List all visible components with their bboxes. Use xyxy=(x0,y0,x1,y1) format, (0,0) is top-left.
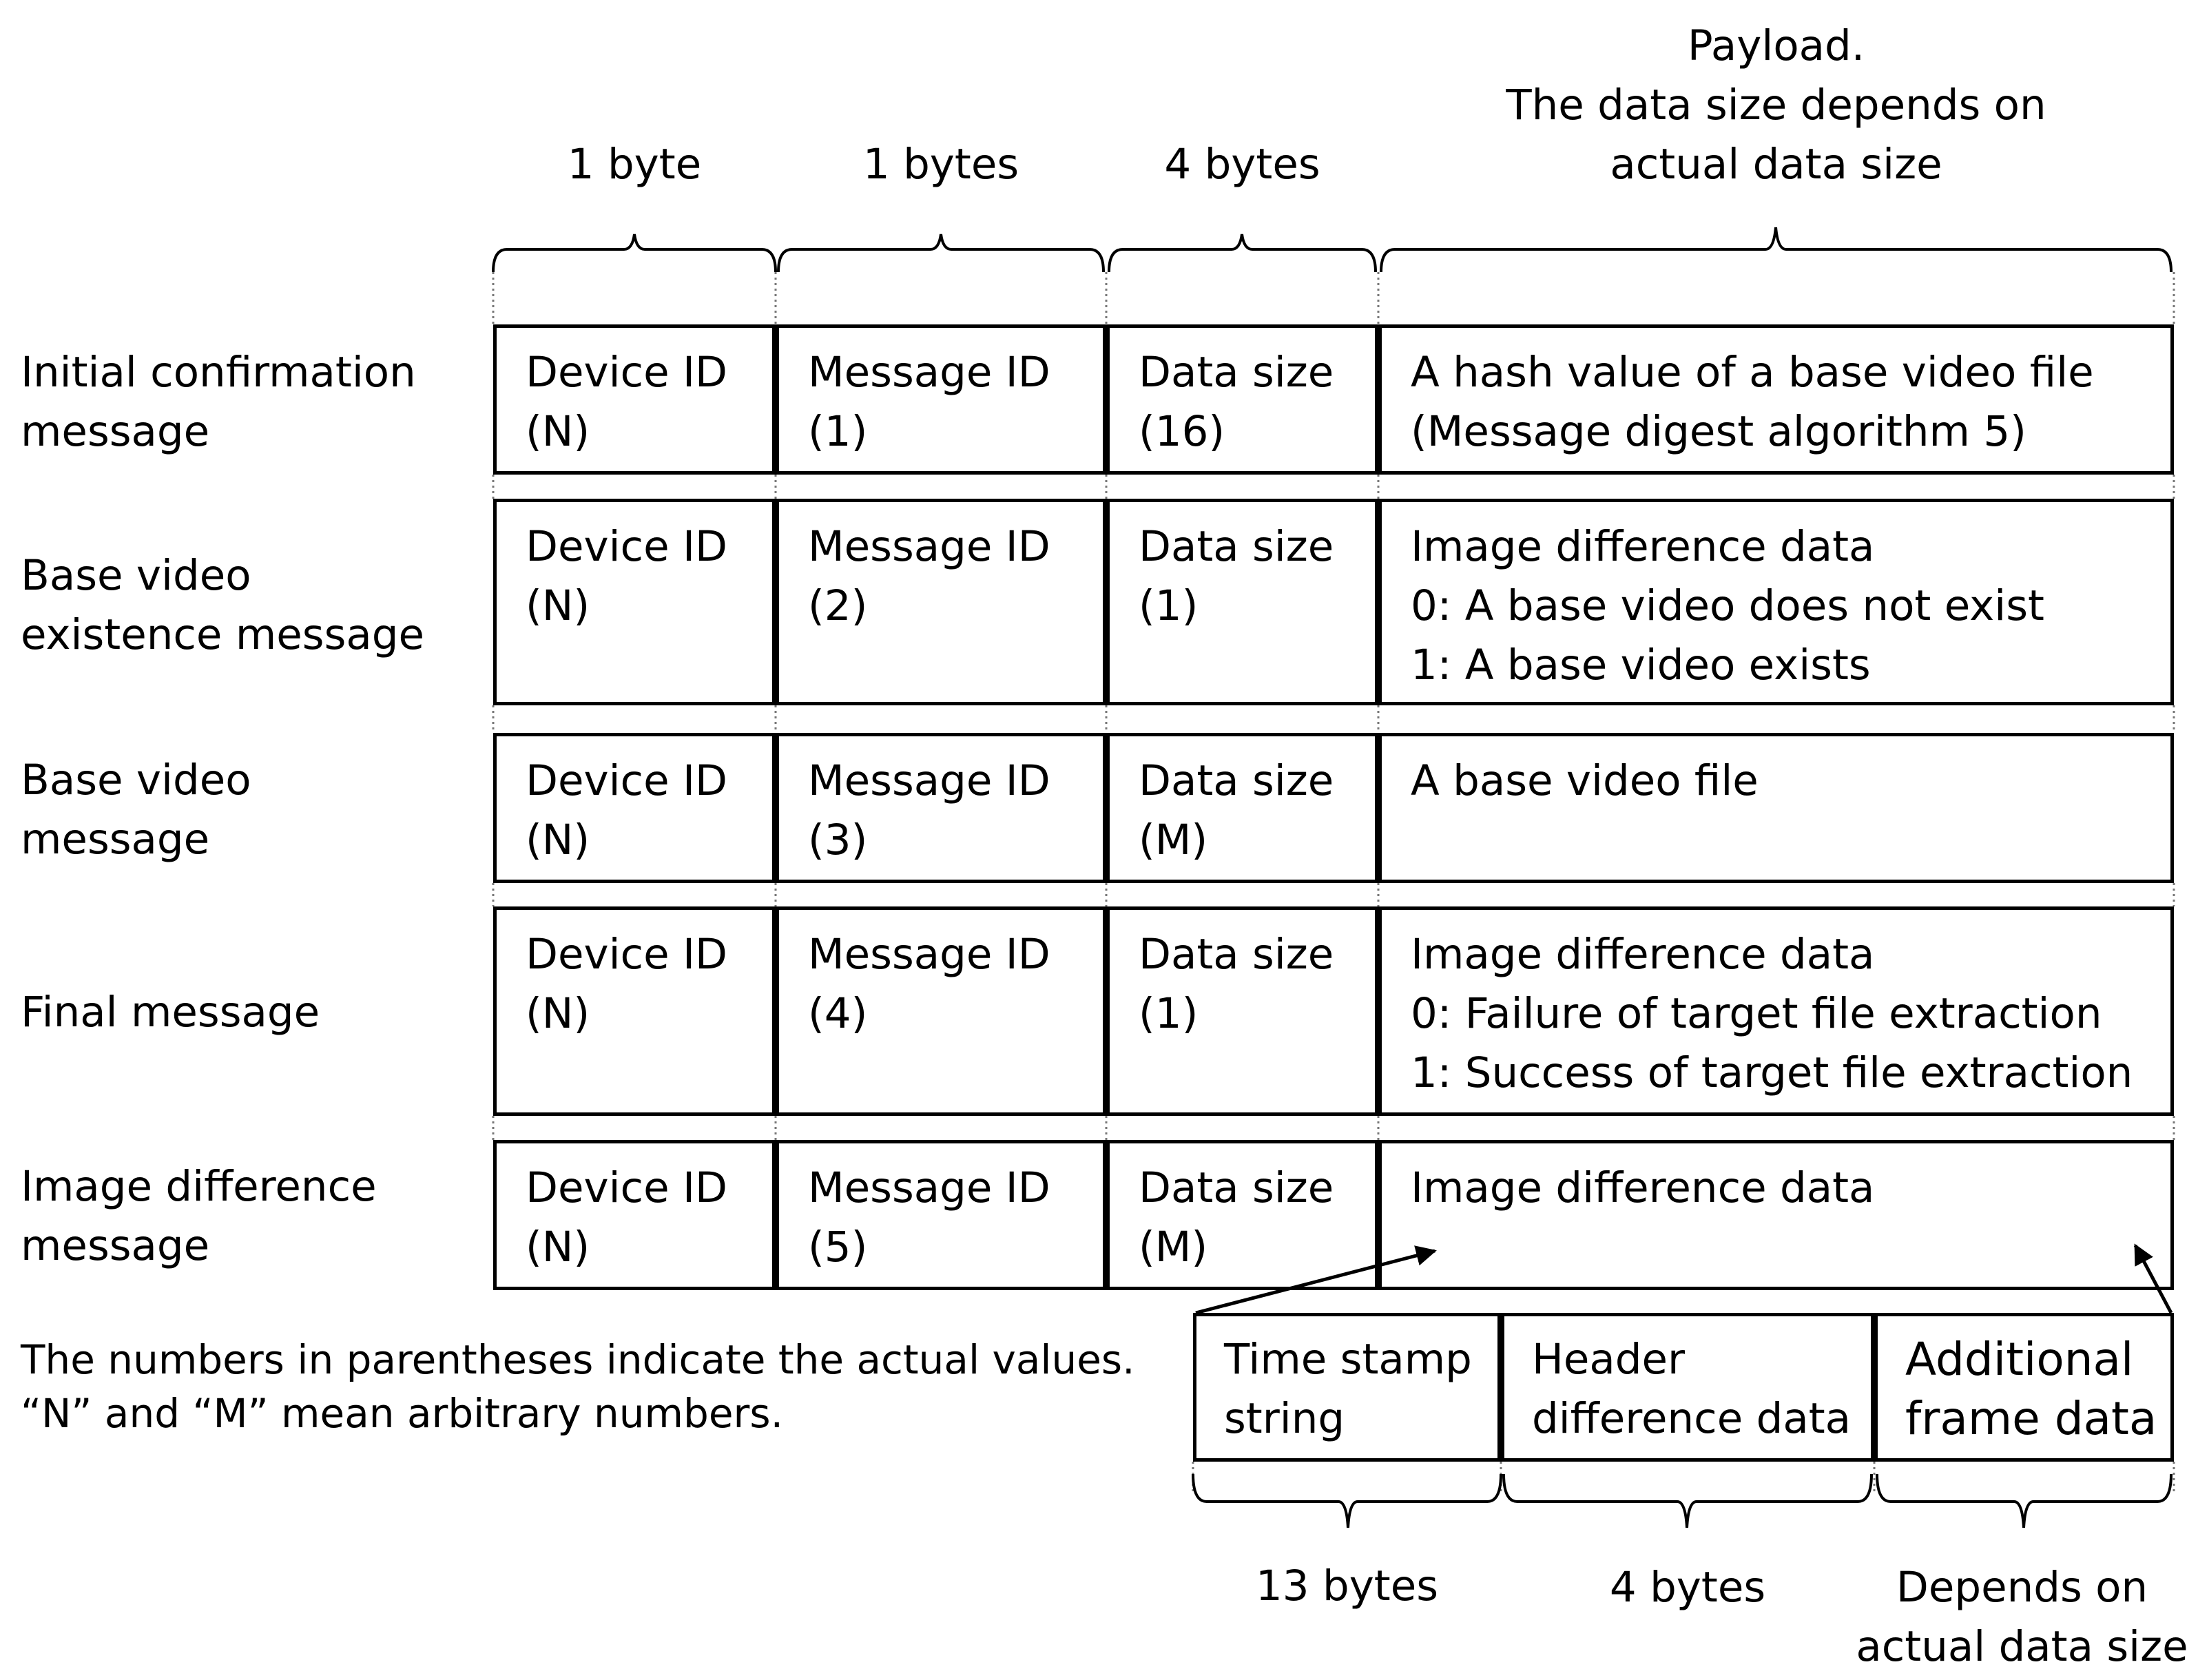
row3-payload-cell: A base video file xyxy=(1378,733,2174,883)
row4-payload-cell: Image difference data 0: Failure of targ… xyxy=(1378,906,2174,1116)
cell-text: (N) xyxy=(526,407,590,456)
row5-message-id-cell: Message ID (5) xyxy=(776,1140,1106,1290)
cell-text: Device ID xyxy=(526,522,727,571)
row5-payload-cell: Image difference data xyxy=(1378,1140,2174,1290)
row5-data-size-cell: Data size (M) xyxy=(1106,1140,1378,1290)
expand-arrows xyxy=(1195,1243,2173,1315)
row2-message-id-cell: Message ID (2) xyxy=(776,499,1106,705)
sub-width-label-additional-1: Depends on xyxy=(1896,1563,2148,1612)
row-label-image-difference-1: Image difference xyxy=(21,1162,377,1211)
payload-header-line-1: Payload. xyxy=(1687,21,1865,70)
cell-text: Image difference data xyxy=(1411,1163,1875,1212)
cell-text: (M) xyxy=(1139,1223,1208,1272)
cell-text: Message ID xyxy=(808,522,1050,571)
cell-text: (M) xyxy=(1139,816,1208,864)
cell-text: string xyxy=(1224,1394,1345,1443)
cell-text: (1) xyxy=(1139,989,1199,1038)
cell-text: (1) xyxy=(1139,581,1199,630)
cell-text: A hash value of a base video file xyxy=(1411,348,2094,397)
row1-device-id-cell: Device ID (N) xyxy=(493,324,776,475)
cell-text: Data size xyxy=(1139,930,1334,979)
cell-text: Message ID xyxy=(808,756,1050,805)
row5-device-id-cell: Device ID (N) xyxy=(493,1140,776,1290)
cell-text: (N) xyxy=(526,1223,590,1272)
cell-text: (N) xyxy=(526,989,590,1038)
cell-text: Message ID xyxy=(808,1163,1050,1212)
cell-text: Data size xyxy=(1139,1163,1334,1212)
cell-text: 1: Success of target file extraction xyxy=(1411,1048,2133,1097)
row3-message-id-cell: Message ID (3) xyxy=(776,733,1106,883)
cell-text: Device ID xyxy=(526,1163,727,1212)
top-braces xyxy=(492,227,2173,273)
row-label-base-video-1: Base video xyxy=(21,756,251,805)
row4-message-id-cell: Message ID (4) xyxy=(776,906,1106,1116)
row4-device-id-cell: Device ID (N) xyxy=(493,906,776,1116)
cell-text: (N) xyxy=(526,816,590,864)
cell-text: difference data xyxy=(1532,1394,1852,1443)
bottom-braces xyxy=(1192,1473,2173,1528)
cell-text: Device ID xyxy=(526,930,727,979)
cell-text: (N) xyxy=(526,581,590,630)
sub-width-label-timestamp: 13 bytes xyxy=(1255,1562,1439,1610)
cell-text: A base video file xyxy=(1411,756,1759,805)
sub-additional-frame-cell: Additional frame data xyxy=(1874,1313,2174,1462)
cell-text: (4) xyxy=(808,989,868,1038)
cell-text: 1: A base video exists xyxy=(1411,641,1871,689)
row2-device-id-cell: Device ID (N) xyxy=(493,499,776,705)
width-label-data-size: 4 bytes xyxy=(1164,140,1320,189)
cell-text: Data size xyxy=(1139,348,1334,397)
cell-text: Device ID xyxy=(526,348,727,397)
sub-width-label-additional-2: actual data size xyxy=(1856,1622,2188,1671)
cell-text: (1) xyxy=(808,407,868,456)
dotted-guides xyxy=(492,272,2175,1491)
cell-text: Data size xyxy=(1139,756,1334,805)
row4-data-size-cell: Data size (1) xyxy=(1106,906,1378,1116)
row-label-initial-confirmation-2: message xyxy=(21,407,210,456)
cell-text: Data size xyxy=(1139,522,1334,571)
row-label-base-video-existence-2: existence message xyxy=(21,610,424,659)
cell-text: Image difference data xyxy=(1411,522,1875,571)
row-label-initial-confirmation-1: Initial confirmation xyxy=(21,348,416,397)
row-label-base-video-existence-1: Base video xyxy=(21,551,251,600)
sub-width-label-header-diff: 4 bytes xyxy=(1609,1563,1766,1612)
cell-text: (5) xyxy=(808,1223,868,1272)
width-label-device-id: 1 byte xyxy=(567,140,702,189)
row-label-image-difference-2: message xyxy=(21,1221,210,1270)
cell-text: (Message digest algorithm 5) xyxy=(1411,407,2026,456)
row2-data-size-cell: Data size (1) xyxy=(1106,499,1378,705)
cell-text: (3) xyxy=(808,816,868,864)
width-label-message-id: 1 bytes xyxy=(862,140,1019,189)
payload-header-line-2: The data size depends on xyxy=(1506,81,2046,129)
row-label-final: Final message xyxy=(21,988,320,1037)
row3-device-id-cell: Device ID (N) xyxy=(493,733,776,883)
cell-text: Message ID xyxy=(808,348,1050,397)
sub-timestamp-cell: Time stamp string xyxy=(1193,1313,1501,1462)
cell-text: Additional xyxy=(1905,1333,2134,1386)
footnote-line-2: “N” and “M” mean arbitrary numbers. xyxy=(21,1390,784,1437)
payload-header-line-3: actual data size xyxy=(1610,140,1942,189)
cell-text: (16) xyxy=(1139,407,1225,456)
cell-text: Header xyxy=(1532,1335,1686,1384)
cell-text: frame data xyxy=(1905,1392,2157,1445)
row1-message-id-cell: Message ID (1) xyxy=(776,324,1106,475)
row3-data-size-cell: Data size (M) xyxy=(1106,733,1378,883)
cell-text: 0: Failure of target file extraction xyxy=(1411,989,2102,1038)
footnote-line-1: The numbers in parentheses indicate the … xyxy=(21,1336,1135,1383)
cell-text: 0: A base video does not exist xyxy=(1411,581,2044,630)
row2-payload-cell: Image difference data 0: A base video do… xyxy=(1378,499,2174,705)
cell-text: Image difference data xyxy=(1411,930,1875,979)
sub-header-diff-cell: Header difference data xyxy=(1501,1313,1874,1462)
cell-text: Time stamp xyxy=(1224,1335,1472,1384)
row1-payload-cell: A hash value of a base video file (Messa… xyxy=(1378,324,2174,475)
cell-text: (2) xyxy=(808,581,868,630)
row-label-base-video-2: message xyxy=(21,815,210,864)
cell-text: Message ID xyxy=(808,930,1050,979)
row1-data-size-cell: Data size (16) xyxy=(1106,324,1378,475)
cell-text: Device ID xyxy=(526,756,727,805)
